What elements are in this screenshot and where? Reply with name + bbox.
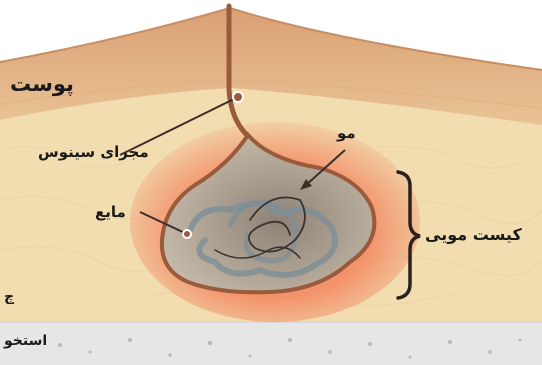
label-bone-partial: استخو <box>4 334 47 348</box>
label-hair: مو <box>337 126 356 141</box>
label-sinus-tract: مجرای سینوس <box>38 145 149 160</box>
bone-layer <box>0 322 542 365</box>
label-fat-partial: چ <box>4 290 16 304</box>
label-fluid: مایع <box>95 205 126 220</box>
label-pilonidal-cyst: کیست مویی <box>425 227 522 243</box>
fluid-marker <box>183 230 191 238</box>
sinus-marker <box>233 92 243 102</box>
label-skin: پوست <box>10 74 74 95</box>
